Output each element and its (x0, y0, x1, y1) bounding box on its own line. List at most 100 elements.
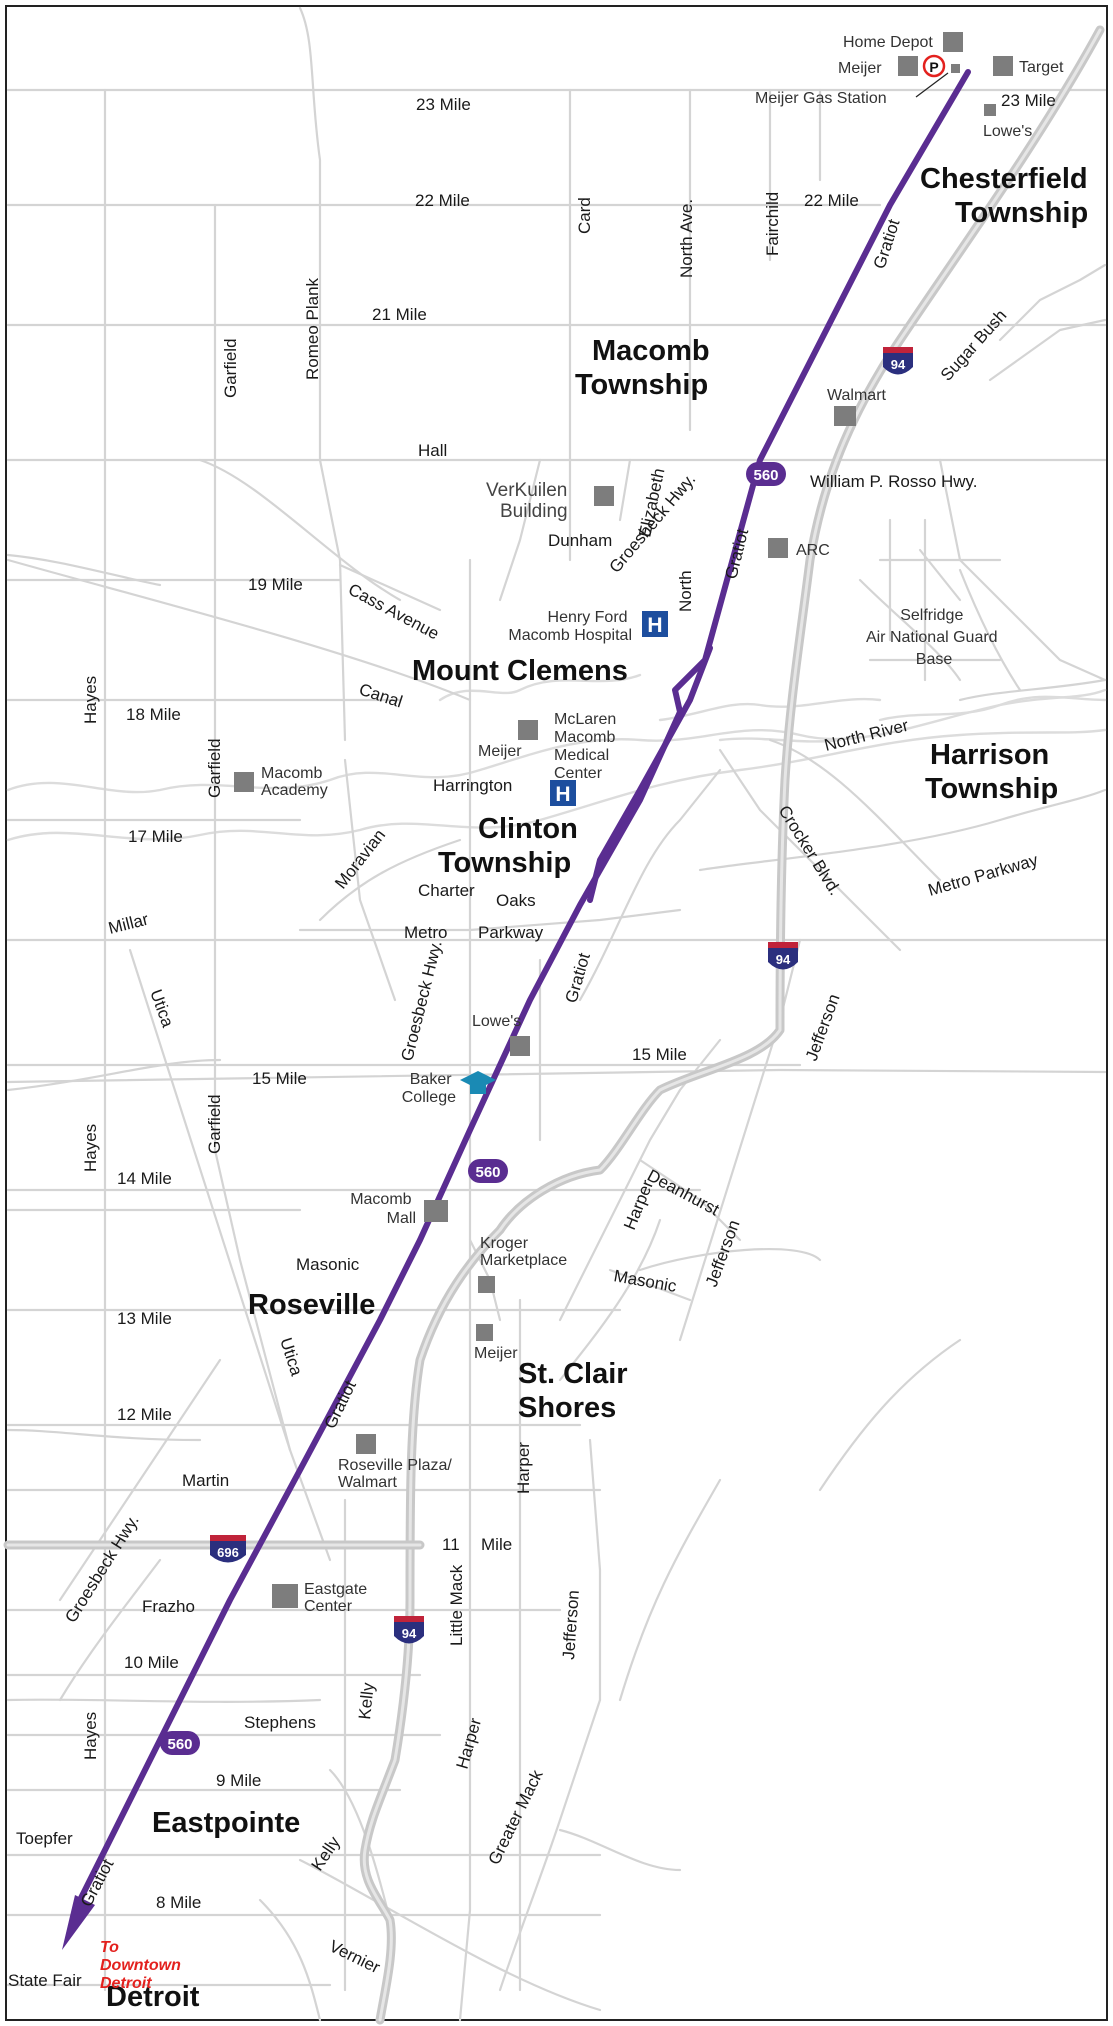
road-label: Card (575, 197, 594, 234)
destination-label: To Downtown Detroit (100, 1939, 185, 1992)
poi-line: Medical (554, 747, 609, 764)
macomb-mall-marker (424, 1200, 448, 1222)
poi-line: Center (554, 765, 603, 782)
road-label: 23 Mile (416, 95, 471, 114)
road-label: 22 Mile (415, 191, 470, 210)
poi-target: Target (1019, 59, 1064, 76)
road-label: Stephens (244, 1713, 316, 1732)
road-label: Martin (182, 1471, 229, 1490)
lowes-marker (984, 104, 996, 116)
road-label: State Fair (8, 1971, 82, 1990)
poi-line: Kroger (480, 1235, 529, 1252)
meijer-marker (898, 56, 918, 76)
road-label: Little Mack (447, 1564, 466, 1646)
poi-eastgate: Eastgate Center (304, 1581, 372, 1615)
hospital-icon (642, 611, 668, 637)
poi-line: Center (304, 1598, 353, 1615)
interstate-shield-label: 94 (776, 952, 791, 967)
place-chesterfield-township: Chesterfield Township (920, 163, 1096, 229)
poi-roseville-plaza: Roseville Plaza/ Walmart (338, 1457, 456, 1491)
road-label: 21 Mile (372, 305, 427, 324)
interstate-shield: 696 (210, 1535, 246, 1563)
road-label: Jefferson (559, 1589, 583, 1660)
poi-line: McLaren (554, 711, 616, 728)
poi-lowes: Lowe's (472, 1013, 521, 1030)
road-label: 13 Mile (117, 1309, 172, 1328)
route-shield: 560 (160, 1731, 200, 1755)
poi-line: Base (916, 651, 953, 668)
road-label: 18 Mile (126, 705, 181, 724)
poi-line: Roseville Plaza/ (338, 1457, 452, 1474)
college-icon (460, 1071, 496, 1089)
poi-kroger: Kroger Marketplace (480, 1235, 567, 1269)
poi-line: Macomb (554, 729, 615, 746)
road-label: Romeo Plank (303, 277, 322, 380)
walmart-marker (834, 406, 856, 426)
interstate-shield: 94 (883, 347, 913, 375)
home-depot-marker (943, 32, 963, 52)
interstate-shield-label: 94 (891, 357, 906, 372)
poi-line: Academy (261, 782, 328, 799)
road-label: Dunham (548, 531, 612, 550)
road-label: Parkway (478, 923, 544, 942)
road-label: Garfield (205, 738, 224, 798)
road-label: Metro (404, 923, 447, 942)
place-st-clair-shores: St. Clair Shores (518, 1358, 636, 1424)
poi-line: Macomb Hospital (508, 627, 632, 644)
place-line: Harrison (930, 739, 1049, 771)
lowes-marker (510, 1036, 530, 1056)
meijer-marker (476, 1324, 493, 1341)
road-label: Hayes (81, 676, 100, 724)
poi-macomb-academy: Macomb Academy (261, 765, 328, 799)
road-label: 15 Mile (632, 1045, 687, 1064)
place-eastpointe: Eastpointe (152, 1807, 300, 1839)
interstate-shield: 94 (394, 1616, 424, 1644)
road-label: Oaks (496, 891, 536, 910)
place-line: Clinton (478, 813, 578, 845)
arc-marker (768, 538, 788, 558)
parking-icon-glyph: P (929, 59, 938, 75)
interstate-shield: 94 (768, 942, 798, 970)
place-detroit: Detroit (106, 1981, 200, 2013)
poi-line: Selfridge (900, 607, 963, 624)
destination-line: Downtown (100, 1957, 181, 1974)
road-label: 17 Mile (128, 827, 183, 846)
eastgate-marker (272, 1584, 298, 1608)
road-label: 8 Mile (156, 1893, 201, 1912)
poi-meijer: Meijer (474, 1345, 518, 1362)
poi-meijer: Meijer (838, 60, 882, 77)
target-marker (993, 56, 1013, 76)
poi-meijer: Meijer (478, 743, 522, 760)
road-label: 14 Mile (117, 1169, 172, 1188)
poi-home-depot: Home Depot (843, 34, 933, 51)
poi-line: Henry Ford (548, 609, 628, 626)
road-label: Harper (514, 1442, 533, 1494)
road-label: Harrington (433, 776, 512, 795)
poi-baker-college: Baker College (402, 1071, 456, 1106)
road-label: Garfield (205, 1094, 224, 1154)
destination-line: To (100, 1939, 119, 1956)
poi-selfridge: Selfridge Air National Guard Base (866, 607, 1002, 668)
destination-line: Detroit (100, 1975, 152, 1992)
road-label: William P. Rosso Hwy. (810, 472, 978, 491)
verkuilen-marker (594, 486, 614, 506)
road-label: Frazho (142, 1597, 195, 1616)
poi-line: Building (500, 501, 568, 522)
road-label: Charter (418, 881, 475, 900)
kroger-marker (478, 1276, 495, 1293)
route-shield-label: 560 (167, 1736, 192, 1753)
poi-line: College (402, 1089, 456, 1106)
hospital-icon-glyph: H (555, 783, 570, 806)
poi-verkuilen: VerKuilen Building (486, 480, 573, 522)
road-label: Toepfer (16, 1829, 73, 1848)
place-line: Macomb (592, 335, 710, 367)
place-line: Shores (518, 1392, 616, 1424)
poi-arc: ARC (796, 542, 830, 559)
rivers (6, 673, 1107, 842)
meijer-marker (518, 720, 538, 740)
place-mount-clemens: Mount Clemens (412, 655, 628, 687)
poi-line: VerKuilen (486, 480, 567, 501)
place-line: Township (955, 197, 1088, 229)
hospital-icon (550, 780, 576, 806)
